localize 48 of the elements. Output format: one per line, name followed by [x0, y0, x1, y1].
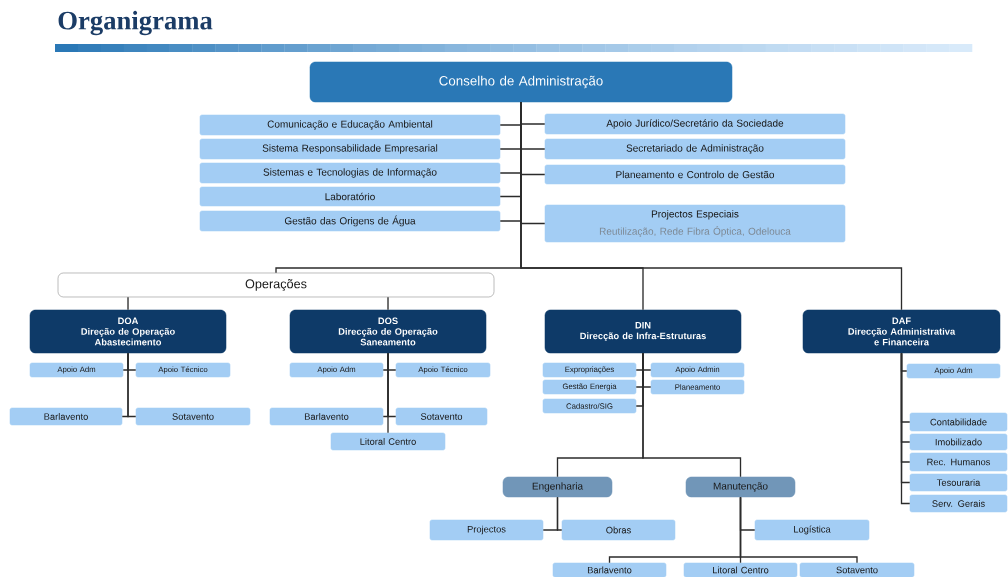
node-label: Tesouraria — [936, 479, 981, 486]
unit-box: Barlavento — [269, 407, 384, 426]
connector-line — [387, 352, 389, 434]
unit-box: Laboratório — [199, 186, 501, 207]
unit-box: Litoral Centro — [683, 562, 798, 577]
node-label: Sotavento — [836, 566, 878, 574]
unit-box: Contabilidade — [909, 412, 1008, 432]
unit-box: Tesouraria — [909, 473, 1008, 492]
unit-box: Sistema Responsabilidade Empresarial — [199, 138, 501, 160]
unit-box: Sistemas e Tecnologias de Informação — [199, 162, 501, 184]
unit-box: Apoio Jurídico/Secretário da Sociedade — [544, 113, 846, 135]
connector-line — [739, 496, 858, 564]
node-label: Rec. Humanos — [927, 458, 991, 466]
department-box: DOS Direcção de Operação Saneamento — [289, 309, 487, 354]
board-box: Conselho de Administração — [309, 61, 733, 103]
node-label: Imobilizado — [935, 438, 982, 446]
connector-line — [127, 352, 137, 418]
department-box: DOA Direção de Operação Abastecimento — [29, 309, 227, 354]
unit-box: Planeamento e Controlo de Gestão — [544, 164, 846, 185]
node-label: Contabilidade — [930, 418, 987, 426]
node-label: Litoral Centro — [713, 566, 769, 574]
unit-box: Serv. Gerais — [909, 494, 1008, 513]
unit-box: Secretariado de Administração — [544, 138, 846, 160]
connector-line — [387, 296, 389, 311]
unit-box: Imobilizado — [909, 433, 1008, 451]
connector-line — [556, 496, 563, 531]
department-box: DAF Direcção Administrativa e Financeira — [802, 309, 1001, 354]
page-title: Organigrama — [58, 10, 213, 36]
unit-box: Gestão das Origens de Água — [199, 210, 501, 232]
unit-box: Sotavento — [799, 562, 915, 577]
unit-box: Comunicação e Educação Ambiental — [199, 114, 501, 136]
unit-box: Obras — [561, 519, 676, 541]
unit-box: Manutenção — [685, 476, 796, 498]
section-band: Operações — [57, 272, 495, 298]
unit-box: Sotavento — [395, 407, 488, 426]
unit-box: Engenharia — [502, 476, 613, 498]
unit-box: Projectos Especiais Reutilização, Rede Fibra Óptica, Odelouca — [544, 204, 846, 243]
unit-box: Sotavento — [135, 407, 251, 426]
unit-box: Barlavento — [9, 407, 123, 426]
connector-line — [520, 101, 903, 311]
unit-box: Litoral Centro — [330, 432, 446, 451]
unit-box: Logística — [754, 519, 870, 541]
unit-box: Projectos — [429, 519, 544, 541]
connector-line — [127, 296, 129, 311]
department-box: DIN Direcção de Infra-Estruturas — [544, 309, 742, 354]
connector-line — [642, 352, 742, 478]
unit-box: Barlavento — [552, 562, 667, 577]
unit-box: Rec. Humanos — [909, 452, 1008, 472]
